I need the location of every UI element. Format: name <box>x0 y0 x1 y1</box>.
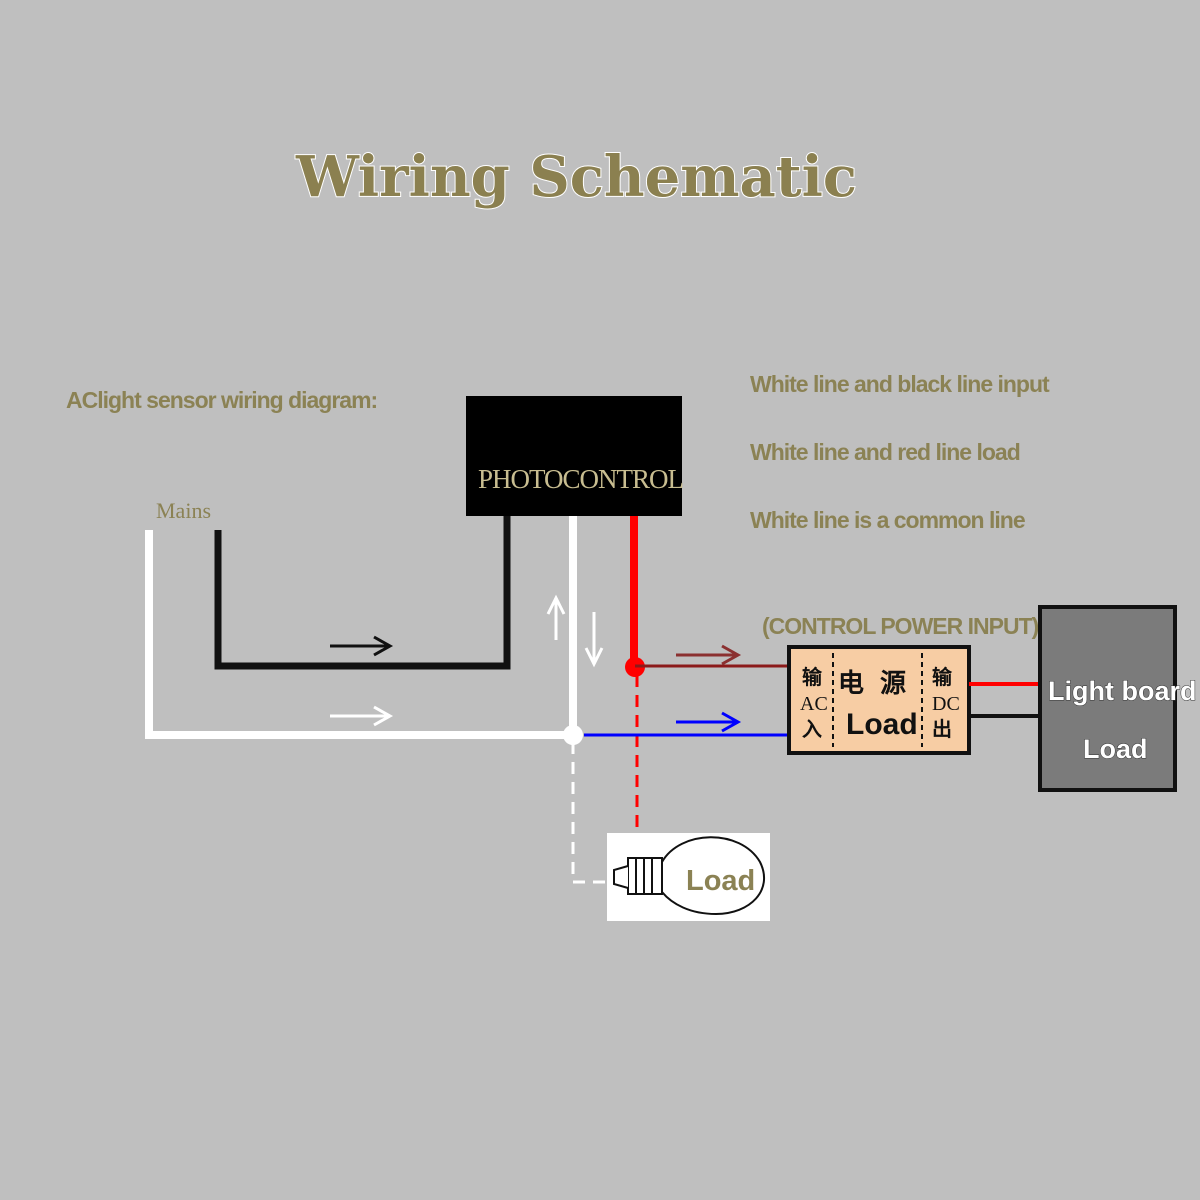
arrow-white-up <box>546 594 566 640</box>
note-input: White line and black line input <box>750 371 1050 397</box>
light-board: Light board Load <box>1038 605 1197 792</box>
psu-center-cn-left: 电 <box>838 669 864 699</box>
page-title: Wiring Schematic <box>295 144 857 210</box>
power-supply-module: 输 AC 入 电 源 Load 输 DC 出 <box>787 645 971 755</box>
control-power-label: (CONTROL POWER INPUT) <box>762 613 1039 639</box>
bulb-icon <box>613 836 766 916</box>
bulb-load: Load <box>607 833 770 921</box>
bulb-label: Load <box>686 865 755 897</box>
photocontrol-label: PHOTOCONTROL <box>478 464 683 494</box>
diagram-subtitle: AClight sensor wiring diagram: <box>66 387 377 413</box>
note-common: White line is a common line <box>750 507 1025 533</box>
mains-label: Mains <box>156 498 211 523</box>
light-board-sublabel: Load <box>1083 734 1148 764</box>
common-junction <box>563 725 583 745</box>
arrow-white-down <box>584 612 604 668</box>
psu-output-cn-bottom: 出 <box>932 717 952 741</box>
white-dashed-wire <box>571 742 612 884</box>
psu-center-label: Load <box>846 708 918 741</box>
arrow-white-right <box>330 705 394 727</box>
light-board-label: Light board <box>1048 676 1196 706</box>
psu-output-latin: DC <box>932 693 960 715</box>
white-wire <box>145 516 577 739</box>
photocontrol-box: PHOTOCONTROL <box>466 396 684 516</box>
note-load: White line and red line load <box>750 439 1020 465</box>
black-wire <box>214 516 511 670</box>
psu-center-cn-right: 源 <box>880 669 906 699</box>
arrow-blue-right <box>676 711 742 733</box>
psu-input-cn-bottom: 入 <box>802 717 822 741</box>
psu-input-cn-top: 输 <box>802 665 823 689</box>
psu-input-latin: AC <box>800 693 828 715</box>
arrow-darkred-right <box>676 644 742 666</box>
arrow-black-right <box>330 635 394 657</box>
psu-output-cn-top: 输 <box>932 665 953 689</box>
